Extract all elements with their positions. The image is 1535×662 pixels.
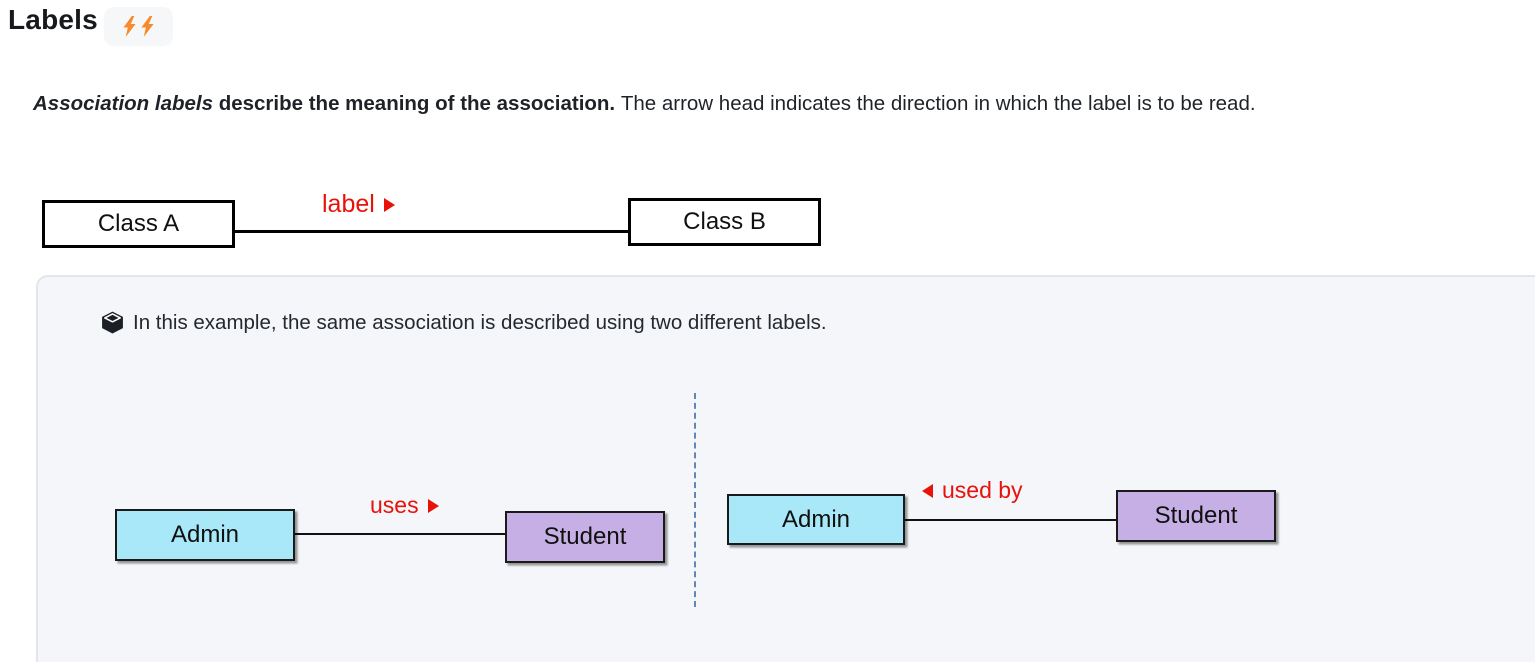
example-header: In this example, the same association is… [100, 310, 827, 335]
package-cube-icon [102, 311, 123, 334]
association-line [234, 230, 630, 233]
class-box-student-label: Student [543, 523, 627, 550]
arrow-right-icon [427, 498, 439, 513]
intro-lead-bold: describe the meaning of the association. [218, 92, 621, 115]
class-box-a-label: Class A [97, 210, 180, 237]
difficulty-badge [104, 7, 173, 46]
association-line [905, 519, 1116, 521]
association-label: uses [370, 492, 439, 519]
class-box-student: Student [1116, 490, 1276, 542]
association-label-text: used by [942, 477, 1023, 503]
divider-dashed-line [694, 393, 696, 607]
intro-lead-italic: Association labels [33, 92, 219, 115]
association-label: used by [922, 477, 1023, 504]
lightning-bolt-icon [123, 16, 136, 37]
example-card: In this example, the same association is… [36, 275, 1535, 662]
arrow-left-icon [922, 483, 933, 498]
class-box-admin: Admin [727, 494, 905, 545]
association-label-text: label [322, 190, 375, 218]
example-text: In this example, the same association is… [133, 310, 827, 334]
page-title: Labels [8, 4, 98, 35]
class-box-b: Class B [628, 198, 821, 246]
class-box-a: Class A [42, 200, 235, 248]
class-box-student-label: Student [1154, 502, 1238, 529]
arrow-right-icon [383, 197, 395, 212]
class-box-admin-label: Admin [781, 505, 851, 533]
intro-rest: The arrow head indicates the direction i… [620, 92, 1256, 115]
class-box-admin-label: Admin [170, 521, 240, 548]
association-line [295, 533, 507, 535]
class-box-b-label: Class B [683, 208, 766, 235]
association-label-text: uses [370, 492, 419, 518]
association-label: label [322, 190, 395, 219]
intro-paragraph: Association labels describe the meaning … [33, 90, 1528, 117]
lightning-bolt-icon [141, 16, 154, 37]
class-box-student: Student [505, 511, 665, 563]
class-box-admin: Admin [115, 509, 295, 561]
